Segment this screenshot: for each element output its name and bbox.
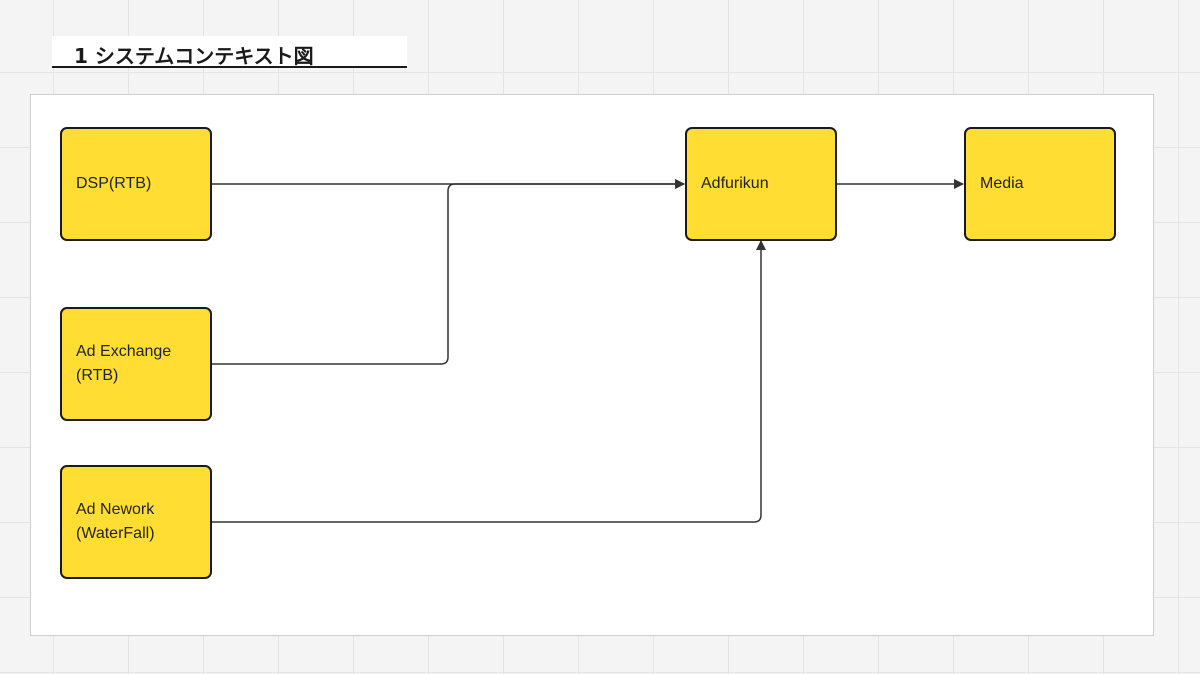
node-media-label: Media bbox=[980, 175, 1024, 192]
node-ad-exchange[interactable]: Ad Exchange (RTB) bbox=[60, 307, 212, 421]
page-title: 1 システムコンテキスト図 bbox=[52, 36, 407, 68]
edge-ad-network-to-adfurikun bbox=[211, 240, 766, 523]
node-ad-exchange-label: Ad Exchange (RTB) bbox=[76, 343, 172, 384]
node-adfurikun-label: Adfurikun bbox=[701, 175, 769, 192]
node-adfurikun[interactable]: Adfurikun bbox=[685, 127, 837, 241]
page-title-text: 1 システムコンテキスト図 bbox=[74, 44, 314, 68]
edge-ad-exchange-to-adfurikun bbox=[211, 179, 685, 365]
node-ad-network[interactable]: Ad Nework (WaterFall) bbox=[60, 465, 212, 579]
node-ad-network-label: Ad Nework (WaterFall) bbox=[76, 501, 155, 542]
node-dsp-label: DSP(RTB) bbox=[76, 175, 152, 192]
node-media[interactable]: Media bbox=[964, 127, 1116, 241]
node-dsp[interactable]: DSP(RTB) bbox=[60, 127, 212, 241]
